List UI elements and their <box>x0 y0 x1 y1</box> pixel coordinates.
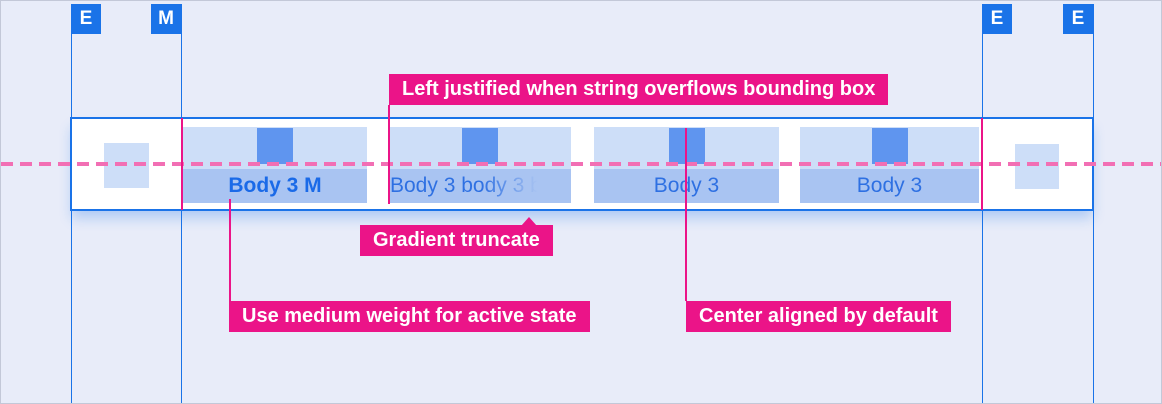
annotation-center-aligned: Center aligned by default <box>686 301 951 332</box>
tab-center-indicator-square <box>871 128 908 164</box>
tab-label-text: Body 3 body 3 b <box>390 174 542 197</box>
tab-item-truncated[interactable]: Body 3 body 3 b <box>389 1 571 403</box>
annotation-text: Gradient truncate <box>373 229 540 251</box>
pointer-up-icon <box>520 217 537 226</box>
connector-center-aligned <box>685 128 687 301</box>
connector-left-justified <box>388 105 390 204</box>
tab-item-default-2[interactable]: Body 3 <box>800 1 979 403</box>
annotation-left-justified: Left justified when string overflows bou… <box>389 74 889 105</box>
spacing-marker-e-right-outer: E <box>1063 4 1093 34</box>
tab-label: Body 3 body 3 b <box>389 169 571 203</box>
spacing-marker-e-left: E <box>71 4 101 34</box>
spacing-marker-m-left: M <box>151 4 181 34</box>
tab-label-text: Body 3 M <box>228 174 322 197</box>
tab-label: Body 3 <box>800 169 979 203</box>
connector-medium-weight <box>229 199 231 301</box>
tabs-container-edge-line-left <box>181 118 183 210</box>
tab-label-text: Body 3 <box>856 174 923 197</box>
spacing-marker-e-right-inner: E <box>982 4 1012 34</box>
annotation-gradient-truncate: Gradient truncate <box>360 217 553 256</box>
baseline-dashed-line <box>1 162 1161 166</box>
tab-center-indicator-square <box>462 128 498 164</box>
tab-label: Body 3 M <box>183 169 367 203</box>
edge-padding-box-right <box>1015 144 1059 189</box>
tabs-container-edge-line-right <box>981 118 983 210</box>
annotation-medium-weight: Use medium weight for active state <box>229 301 590 332</box>
tab-center-indicator-square <box>257 128 293 164</box>
tab-item-active[interactable]: Body 3 M <box>183 1 367 403</box>
